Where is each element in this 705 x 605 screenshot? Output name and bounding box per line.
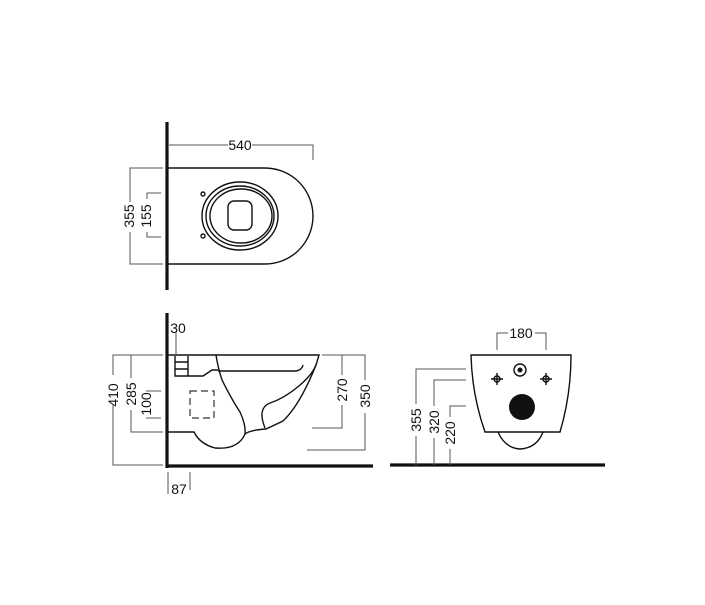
dim-line-355 — [129, 167, 163, 265]
bowl-outline — [167, 167, 314, 265]
seat-outer — [201, 181, 279, 251]
dim-line-355 — [415, 368, 466, 465]
inlet-center — [517, 367, 523, 373]
dim-line-540 — [169, 144, 314, 160]
dim-label-100: 100 — [138, 392, 154, 416]
inlet-ring — [513, 363, 527, 377]
dim-line-320 — [433, 379, 466, 465]
dim-label-270: 270 — [334, 378, 350, 402]
bolt-hole-icon — [540, 373, 552, 385]
dim-label-220: 220 — [442, 421, 458, 445]
dim-line-155 — [146, 192, 161, 238]
dim-label-410: 410 — [105, 383, 121, 407]
front-view: 180 355 320 220 — [390, 325, 605, 467]
bowl-bottom-curve — [497, 431, 544, 450]
dim-label-87: 87 — [171, 481, 187, 497]
trap-curve — [261, 364, 317, 429]
dim-label-320: 320 — [426, 410, 442, 434]
hidden-outlet — [189, 390, 215, 419]
seat-rim — [209, 188, 273, 244]
outlet-hole — [509, 394, 535, 420]
dim-label-355-top: 355 — [121, 204, 137, 228]
dim-line-100 — [146, 390, 161, 419]
bowl-opening — [227, 200, 253, 231]
dim-line-285 — [130, 354, 163, 433]
bolt-hole-icon — [491, 373, 503, 385]
dim-label-355-front: 355 — [408, 408, 424, 432]
dim-line-87 — [167, 472, 191, 494]
dim-line-180 — [496, 332, 547, 350]
dim-label-350: 350 — [357, 384, 373, 408]
dim-label-155: 155 — [138, 204, 154, 228]
seat-inner — [205, 185, 275, 247]
dim-label-285: 285 — [123, 382, 139, 406]
dim-label-540: 540 — [228, 137, 252, 153]
dim-label-180: 180 — [509, 325, 533, 341]
top-view: 540 355 155 — [121, 122, 314, 290]
bowl-inner-curve — [215, 354, 246, 435]
fixing-hole — [200, 233, 206, 239]
dim-line-220 — [449, 405, 466, 465]
fixing-hole — [200, 191, 206, 197]
bowl-front-outline — [470, 354, 572, 433]
inlet-fitting — [174, 356, 218, 377]
dim-line-350 — [307, 354, 366, 451]
rim-line — [218, 364, 304, 372]
side-view: 30 410 285 100 270 350 87 — [105, 313, 373, 497]
dim-label-30: 30 — [170, 320, 186, 336]
